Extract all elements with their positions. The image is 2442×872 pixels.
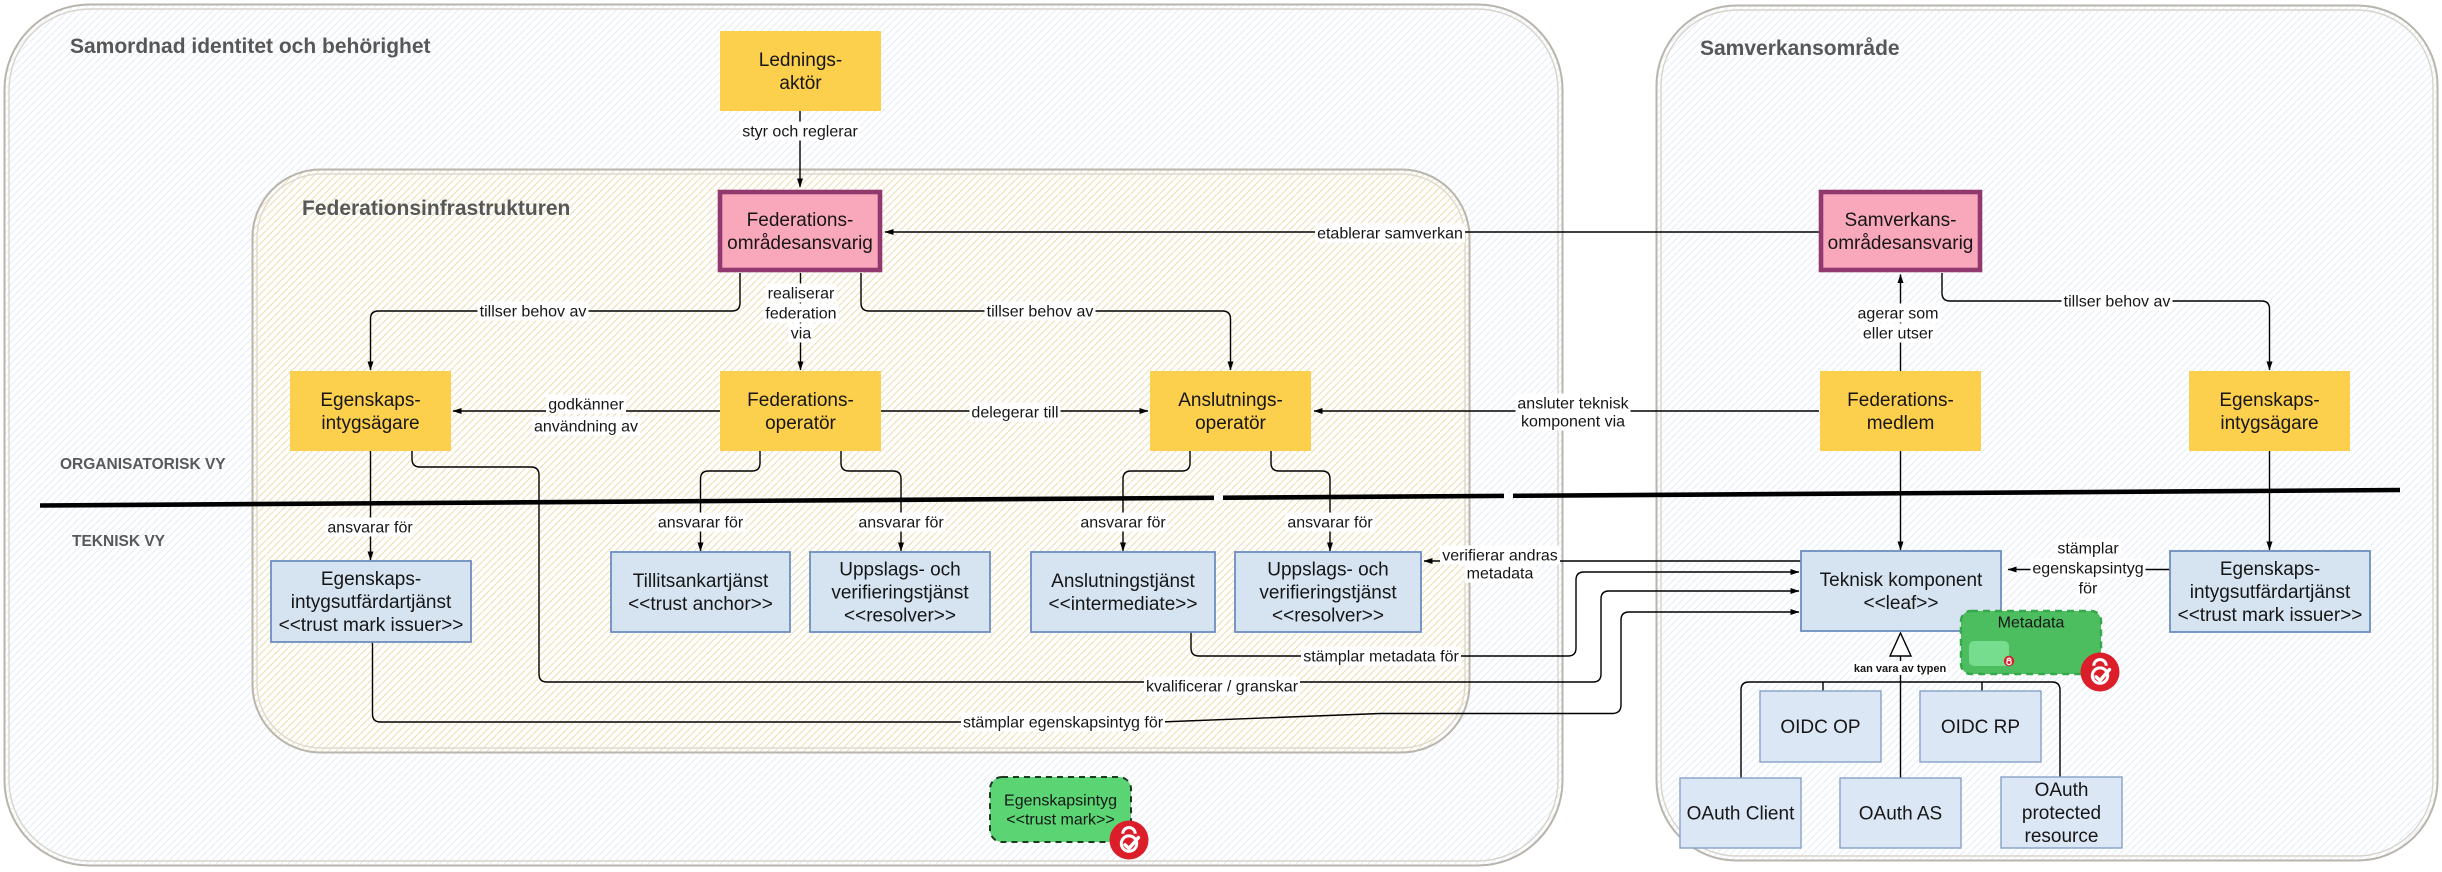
svg-text:Federations-: Federations- — [747, 210, 854, 231]
svg-text:Anslutnings-: Anslutnings- — [1178, 390, 1283, 411]
svg-text:Egenskapsintyg: Egenskapsintyg — [1004, 793, 1117, 810]
svg-text:intygsutfärdartjänst: intygsutfärdartjänst — [2190, 582, 2351, 603]
svg-text:TEKNISK VY: TEKNISK VY — [72, 533, 166, 550]
svg-text:Federations-: Federations- — [747, 390, 854, 411]
svg-text:OAuth: OAuth — [2035, 780, 2089, 801]
svg-text:stämplar metadata för: stämplar metadata för — [1303, 649, 1459, 666]
svg-text:stämplar egenskapsintyg för: stämplar egenskapsintyg för — [963, 715, 1164, 732]
svg-text:kan vara av typen: kan vara av typen — [1854, 663, 1947, 675]
svg-text:intygsägare: intygsägare — [321, 413, 419, 434]
svg-text:Metadata: Metadata — [1998, 615, 2065, 632]
svg-text:komponent via: komponent via — [1521, 414, 1625, 431]
svg-text:Egenskaps-: Egenskaps- — [2220, 559, 2320, 580]
svg-text:områdesansvarig: områdesansvarig — [727, 233, 873, 254]
svg-text:agerar som: agerar som — [1858, 306, 1939, 323]
svg-text:styr och reglerar: styr och reglerar — [742, 124, 858, 141]
svg-text:Uppslags- och: Uppslags- och — [839, 560, 960, 581]
svg-text:för: för — [2079, 581, 2098, 598]
svg-text:<<leaf>>: <<leaf>> — [1863, 593, 1938, 614]
svg-text:verifierar andras: verifierar andras — [1442, 548, 1558, 565]
svg-text:användning av: användning av — [534, 419, 638, 436]
svg-text:Uppslags- och: Uppslags- och — [1267, 560, 1388, 581]
svg-text:kvalificerar / granskar: kvalificerar / granskar — [1146, 679, 1299, 696]
svg-text:OAuth AS: OAuth AS — [1859, 804, 1942, 825]
svg-text:Lednings-: Lednings- — [759, 50, 842, 71]
svg-text:aktör: aktör — [779, 73, 822, 94]
svg-text:ansvarar för: ansvarar för — [1287, 515, 1373, 532]
svg-text:stämplar: stämplar — [2057, 541, 2119, 558]
svg-text:<<intermediate>>: <<intermediate>> — [1049, 594, 1198, 615]
svg-text:områdesansvarig: områdesansvarig — [1828, 233, 1974, 254]
svg-text:<<trust anchor>>: <<trust anchor>> — [628, 594, 773, 615]
svg-text:federation: federation — [765, 306, 836, 323]
svg-text:OAuth Client: OAuth Client — [1687, 804, 1795, 825]
svg-text:eller utser: eller utser — [1863, 326, 1934, 343]
svg-text:intygsutfärdartjänst: intygsutfärdartjänst — [291, 592, 452, 613]
svg-text:operatör: operatör — [1195, 413, 1266, 434]
svg-text:<<trust mark issuer>>: <<trust mark issuer>> — [2178, 605, 2363, 626]
svg-text:ansvarar för: ansvarar för — [327, 520, 413, 537]
svg-text:delegerar till: delegerar till — [971, 405, 1058, 422]
svg-text:verifieringstjänst: verifieringstjänst — [1259, 583, 1397, 604]
svg-text:Teknisk komponent: Teknisk komponent — [1820, 570, 1983, 591]
svg-text:realiserar: realiserar — [768, 286, 835, 303]
svg-text:<<trust mark>>: <<trust mark>> — [1006, 812, 1115, 829]
svg-text:Samverkansområde: Samverkansområde — [1700, 37, 1900, 60]
svg-text:ansvarar för: ansvarar för — [858, 515, 944, 532]
svg-text:tillser behov av: tillser behov av — [480, 304, 587, 321]
svg-text:Anslutningstjänst: Anslutningstjänst — [1051, 571, 1195, 592]
svg-text:ansluter teknisk: ansluter teknisk — [1517, 396, 1629, 413]
svg-text:medlem: medlem — [1867, 413, 1935, 434]
svg-text:godkänner: godkänner — [548, 397, 624, 414]
svg-text:egenskapsintyg: egenskapsintyg — [2032, 561, 2143, 578]
svg-text:Federationsinfrastrukturen: Federationsinfrastrukturen — [302, 197, 570, 220]
svg-text:Tillitsankartjänst: Tillitsankartjänst — [633, 571, 769, 592]
svg-text:Egenskaps-: Egenskaps- — [320, 390, 420, 411]
svg-text:OIDC RP: OIDC RP — [1941, 717, 2020, 738]
svg-text:<<resolver>>: <<resolver>> — [844, 606, 956, 627]
svg-text:resource: resource — [2025, 826, 2099, 847]
svg-text:<<resolver>>: <<resolver>> — [1272, 606, 1384, 627]
svg-text:metadata: metadata — [1467, 566, 1534, 583]
svg-text:etablerar samverkan: etablerar samverkan — [1317, 226, 1463, 243]
svg-text:Egenskaps-: Egenskaps- — [321, 569, 421, 590]
svg-text:ansvarar för: ansvarar för — [1080, 515, 1166, 532]
svg-text:intygsägare: intygsägare — [2220, 413, 2318, 434]
svg-text:Federations-: Federations- — [1847, 390, 1954, 411]
svg-text:<<trust mark issuer>>: <<trust mark issuer>> — [279, 615, 464, 636]
svg-text:operatör: operatör — [765, 413, 836, 434]
svg-text:verifieringstjänst: verifieringstjänst — [831, 583, 969, 604]
svg-text:protected: protected — [2022, 803, 2101, 824]
svg-text:tillser behov av: tillser behov av — [987, 304, 1094, 321]
svg-text:OIDC OP: OIDC OP — [1780, 717, 1860, 738]
svg-text:ORGANISATORISK VY: ORGANISATORISK VY — [60, 456, 226, 473]
svg-text:Samordnad identitet och behöri: Samordnad identitet och behörighet — [70, 35, 431, 58]
svg-text:Samverkans-: Samverkans- — [1845, 210, 1957, 231]
svg-text:via: via — [791, 326, 812, 343]
svg-text:tillser behov av: tillser behov av — [2064, 294, 2171, 311]
svg-text:ansvarar för: ansvarar för — [658, 515, 744, 532]
svg-text:Egenskaps-: Egenskaps- — [2219, 390, 2319, 411]
